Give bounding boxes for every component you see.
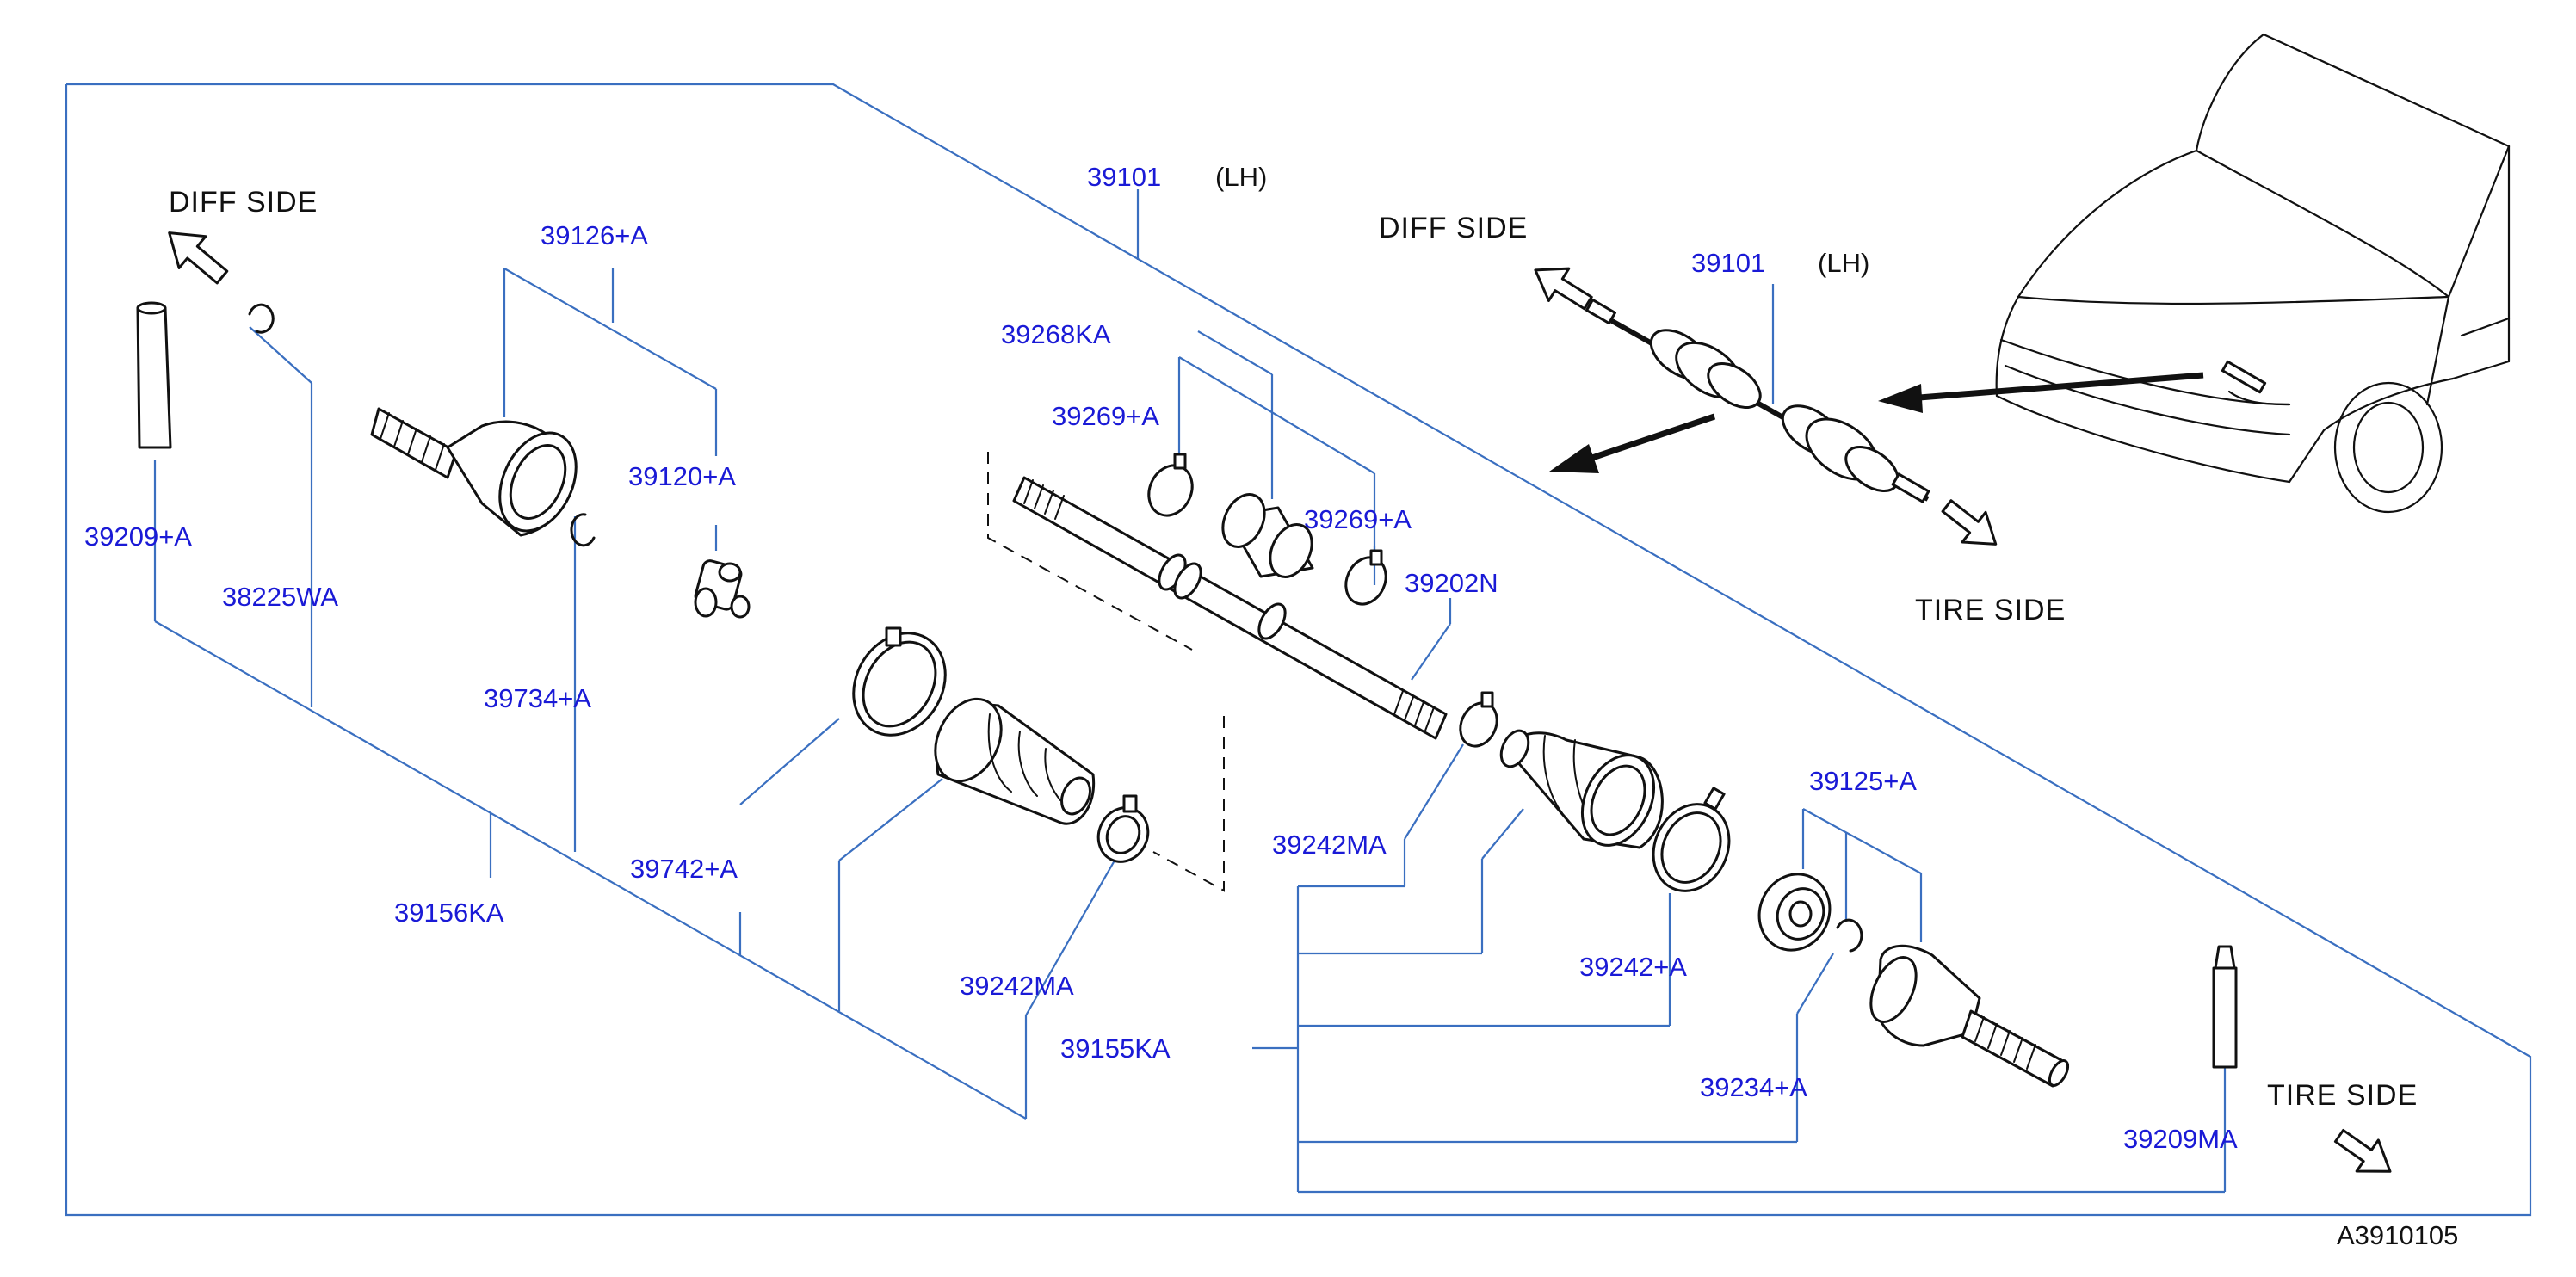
car-front-icon (1995, 33, 2511, 514)
part-label-39734[interactable]: 39734+A (484, 683, 591, 713)
circlip-39234 (1836, 918, 1863, 953)
part-label-39269-right[interactable]: 39269+A (1304, 504, 1412, 534)
lh-label: (LH) (1215, 162, 1268, 192)
part-label-39268[interactable]: 39268KA (1001, 319, 1111, 349)
part-label-39269-left[interactable]: 39269+A (1052, 401, 1159, 431)
circlip-39734 (570, 513, 596, 547)
tire-side-arrow-icon (1941, 499, 1998, 546)
boot-band-39242ma-right (1459, 691, 1498, 748)
tire-side-arrow-icon (2333, 1128, 2392, 1173)
part-label-39156[interactable]: 39156KA (394, 898, 504, 928)
dynamic-damper-39268 (1221, 493, 1314, 578)
band-39269-left (1147, 453, 1194, 517)
diff-side-arrow-icon (168, 231, 229, 285)
part-label-39209a[interactable]: 39209+A (84, 521, 192, 552)
tripod-spider-39120 (694, 559, 751, 619)
part-label-39126[interactable]: 39126+A (541, 220, 648, 250)
boot-outer (1499, 729, 1664, 849)
drive-shaft (1012, 476, 1448, 740)
inset-lh-label: (LH) (1818, 248, 1870, 278)
inset-label-39101[interactable]: 39101 (1691, 248, 1766, 278)
diff-side-arrow-icon (1534, 267, 1593, 311)
part-label-39242ma-left[interactable]: 39242MA (960, 971, 1074, 1001)
outer-cv-joint-right (1869, 944, 2070, 1088)
tool-39209ma (2212, 966, 2238, 1069)
inset-tire-side-label: TIRE SIDE (1915, 594, 2066, 626)
figure-code: A3910105 (2337, 1220, 2459, 1250)
inset-diff-side-label: DIFF SIDE (1379, 212, 1529, 244)
part-label-39125[interactable]: 39125+A (1809, 766, 1917, 796)
part-label-39101[interactable]: 39101 (1087, 162, 1162, 192)
ball-cage-39125 (1757, 873, 1832, 952)
snap-ring-38225wa (248, 303, 275, 334)
boot-band-39742 (852, 626, 947, 737)
outer-cv-joint (370, 407, 578, 537)
shaft-dashed-outline-right (1152, 716, 1225, 892)
part-label-39155[interactable]: 39155KA (1060, 1033, 1171, 1064)
part-label-39742[interactable]: 39742+A (630, 854, 738, 884)
drive-shaft-icon (1549, 298, 2267, 503)
boot-band-39242a (1652, 787, 1731, 892)
boot-band-tool (136, 306, 172, 449)
shaft-dashed-outline (987, 452, 1193, 651)
part-label-38225[interactable]: 38225WA (222, 582, 338, 612)
part-label-39120[interactable]: 39120+A (628, 461, 736, 491)
boot-inner (934, 697, 1096, 825)
assembly-frame (65, 83, 2532, 1217)
band-39269-right (1344, 549, 1387, 606)
part-label-39242ma-right[interactable]: 39242MA (1272, 830, 1387, 860)
leader-lines (153, 189, 2227, 1194)
boot-band-39242ma-left (1096, 794, 1150, 863)
tire-side-label: TIRE SIDE (2267, 1079, 2418, 1112)
part-label-39202[interactable]: 39202N (1405, 568, 1498, 598)
part-label-39242a[interactable]: 39242+A (1579, 952, 1687, 982)
diff-side-label: DIFF SIDE (169, 186, 318, 219)
part-label-39209ma[interactable]: 39209MA (2123, 1124, 2238, 1154)
part-label-39234[interactable]: 39234+A (1700, 1072, 1807, 1102)
